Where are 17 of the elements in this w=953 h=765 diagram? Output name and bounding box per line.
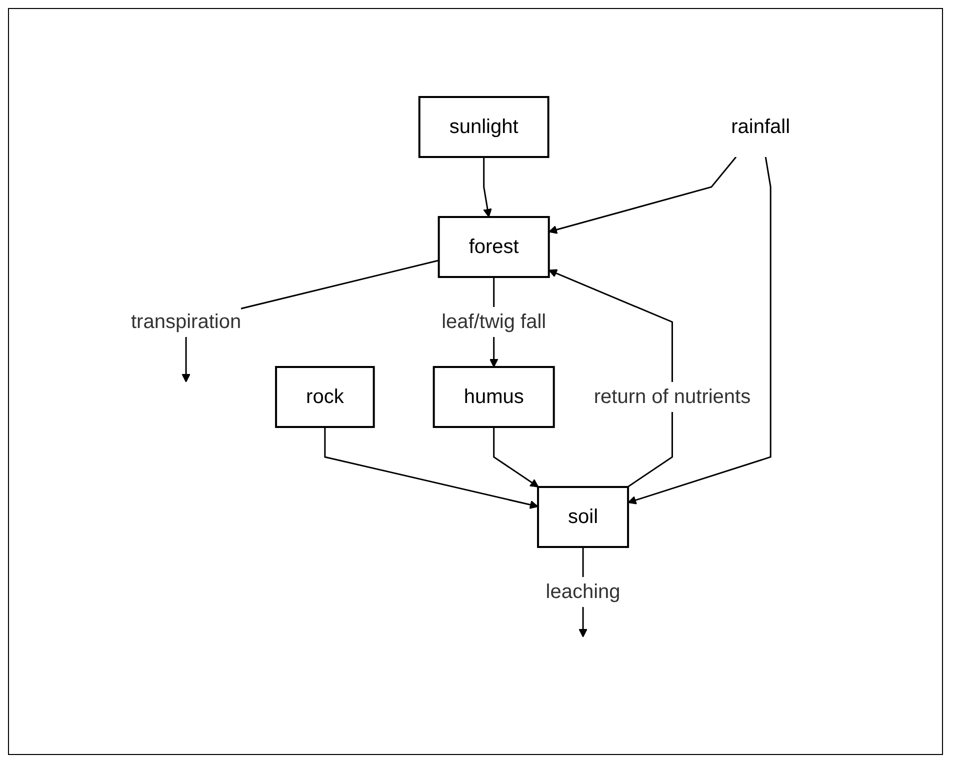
edge-label: leaf/twig fall xyxy=(442,310,546,332)
arrow xyxy=(483,156,492,217)
arrow xyxy=(628,156,772,504)
arrow xyxy=(324,426,538,508)
arrow xyxy=(548,156,737,234)
edge-label: return of nutrients xyxy=(594,385,751,408)
node-box xyxy=(275,366,375,428)
node-box xyxy=(432,366,555,428)
arrow xyxy=(548,268,673,488)
arrow xyxy=(493,426,539,487)
node-box xyxy=(418,96,550,158)
node-box xyxy=(537,486,629,548)
node-text: rainfall xyxy=(731,116,790,138)
node-box xyxy=(438,216,550,278)
edge-label: transpiration xyxy=(130,310,242,332)
edge-label: leaching xyxy=(546,580,620,602)
diagram-frame: transpiration leaf/twig fall return of nutrients leaching sunlight rainfall forest humus soil rock xyxy=(8,8,943,755)
